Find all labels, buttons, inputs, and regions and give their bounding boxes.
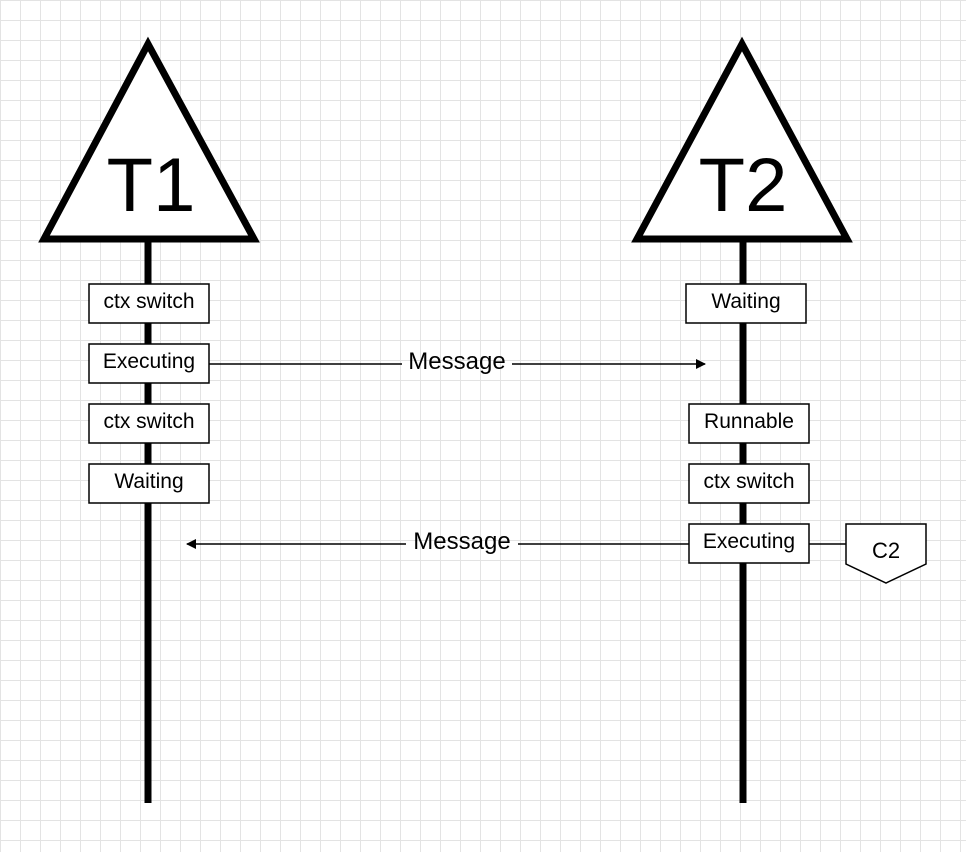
state-label: Executing bbox=[703, 530, 795, 553]
state-box bbox=[88, 343, 210, 384]
state-box bbox=[88, 463, 210, 504]
state-box bbox=[685, 283, 807, 324]
tag-c2-shape bbox=[845, 523, 927, 584]
tag-c2-label: C2 bbox=[872, 538, 900, 563]
message-label-t1-to-t2: Message bbox=[408, 348, 505, 375]
t1-state-ctx-switch-2: ctx switch bbox=[88, 403, 210, 444]
t1-state-ctx-switch-1: ctx switch bbox=[88, 283, 210, 324]
t2-state-runnable: Runnable bbox=[688, 403, 810, 444]
actor-t2-triangle bbox=[631, 36, 853, 243]
t2-state-ctx-switch: ctx switch bbox=[688, 463, 810, 504]
state-box bbox=[688, 523, 810, 564]
state-box bbox=[688, 463, 810, 504]
state-label: ctx switch bbox=[103, 290, 194, 313]
t1-state-executing: Executing bbox=[88, 343, 210, 384]
actor-t2-title: T2 bbox=[699, 143, 788, 228]
state-box bbox=[688, 403, 810, 444]
state-label: Executing bbox=[103, 350, 195, 373]
state-label: Waiting bbox=[114, 470, 183, 493]
state-label: Waiting bbox=[711, 290, 780, 313]
actor-t1-triangle bbox=[38, 36, 260, 243]
message-label-t2-to-t1: Message bbox=[413, 528, 510, 555]
t2-state-waiting: Waiting bbox=[685, 283, 807, 324]
state-box bbox=[88, 283, 210, 324]
state-label: Runnable bbox=[704, 410, 794, 433]
state-label: ctx switch bbox=[103, 410, 194, 433]
t1-state-waiting: Waiting bbox=[88, 463, 210, 504]
actor-t1-title: T1 bbox=[107, 143, 196, 228]
t2-state-executing: Executing bbox=[688, 523, 810, 564]
state-label: ctx switch bbox=[703, 470, 794, 493]
state-box bbox=[88, 403, 210, 444]
